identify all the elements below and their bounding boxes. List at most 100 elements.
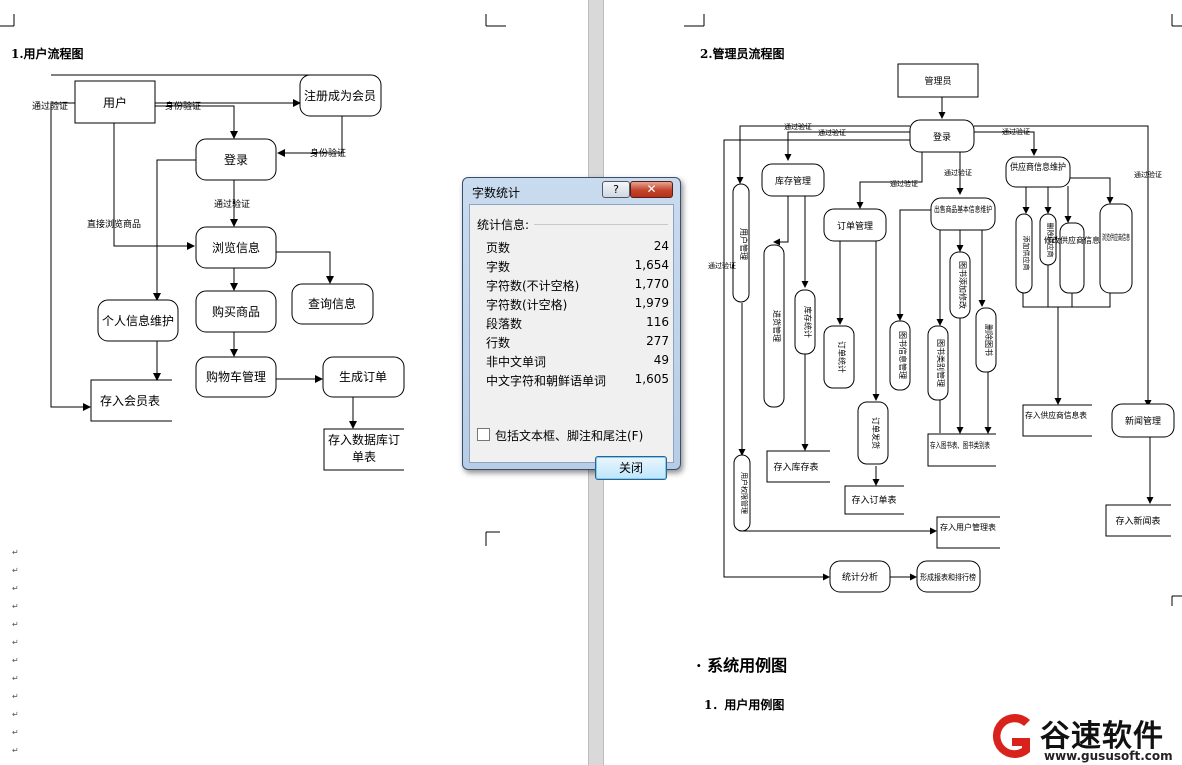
close-button[interactable]: 关闭 <box>595 456 667 480</box>
node-inv-stats-label: 库存统计 <box>803 306 813 338</box>
paragraph-mark: ↵ <box>12 710 19 719</box>
stat-label: 字符数(不计空格) <box>486 279 580 293</box>
node-personal <box>97 299 179 342</box>
node-book-table-label: 存入图书表、图书类别表 <box>930 440 990 450</box>
node-cart <box>195 356 277 398</box>
node-stock-table-label: 存入库存表 <box>773 461 818 473</box>
node-inv-stats <box>794 289 816 355</box>
node-news-mgmt-label: 新闻管理 <box>1125 415 1161 427</box>
node-sup-add-label: 添加供应商 <box>1022 236 1031 271</box>
stat-value: 49 <box>653 353 669 367</box>
dialog-title: 字数统计 <box>472 186 521 200</box>
node-supplier-label: 供应商信息维护 <box>1010 161 1066 173</box>
node-sup-edit-label: 修改供应商信息 <box>1044 235 1100 245</box>
node-browse <box>195 226 277 269</box>
node-order-stats <box>823 325 855 389</box>
node-login-label: 登录 <box>224 152 248 167</box>
edge-label: 通过验证 <box>784 122 812 131</box>
node-order-mgmt-label: 订单管理 <box>837 220 873 232</box>
node-order-stats-label: 订单统计 <box>837 341 847 373</box>
edge-label: 通过验证 <box>818 128 846 137</box>
crop-mark <box>485 531 500 546</box>
node-inventory <box>761 163 825 197</box>
node-order-table <box>844 485 904 515</box>
stat-value: 24 <box>653 239 669 253</box>
node-admin <box>897 63 979 98</box>
node-personal-label: 个人信息维护 <box>102 313 174 328</box>
node-register <box>299 74 382 117</box>
node-book-cat <box>927 325 949 401</box>
node-book-info <box>889 320 911 391</box>
divider <box>534 224 668 225</box>
node-book-del-label: 删除图书 <box>984 324 994 356</box>
right-heading: 2.管理员流程图 <box>700 47 785 61</box>
node-order-mgmt <box>823 208 887 242</box>
edge-label: 通过验证 <box>1134 170 1162 179</box>
node-login <box>195 138 277 181</box>
stat-label: 字符数(计空格) <box>486 298 568 312</box>
section-title: · 系统用例图 <box>696 656 788 675</box>
node-order-ship <box>857 401 889 465</box>
paragraph-mark: ↵ <box>12 620 19 629</box>
node-order-ship-label: 订单发货 <box>871 417 881 449</box>
node-order-table-label: 存入订单表 <box>851 494 896 506</box>
node-stock-table <box>766 450 830 483</box>
node-sup-browse-label: 浏览供应商信息 <box>1102 232 1130 242</box>
stat-value: 116 <box>646 315 669 329</box>
stat-value: 277 <box>646 334 669 348</box>
watermark-logo: 谷速软件 www.gususoft.com <box>980 708 1182 765</box>
stat-row: 非中文单词 49 <box>486 353 669 372</box>
node-user-label: 用户 <box>103 95 127 110</box>
node-register-label: 注册成为会员 <box>304 88 376 103</box>
node-sup-add <box>1015 213 1033 294</box>
stat-row: 页数 24 <box>486 239 669 258</box>
node-member-table-label: 存入会员表 <box>100 394 160 408</box>
edge-label: 直接浏览商品 <box>87 218 141 230</box>
stat-value: 1,605 <box>634 372 669 386</box>
crop-mark <box>0 14 15 27</box>
node-admin-login <box>909 119 975 153</box>
admin-flowchart: 管理员 登录 库存管理 供应商信息维护 出售商品基本信息维护 订单管理 用户管理… <box>684 14 1182 606</box>
node-book-table <box>927 433 996 467</box>
node-supplier-table <box>1022 404 1092 437</box>
node-supplier <box>1005 156 1071 188</box>
stat-label: 行数 <box>486 336 511 350</box>
help-button[interactable]: ? <box>602 181 630 198</box>
node-admin-login-label: 登录 <box>933 132 951 143</box>
edge-label: 通过验证 <box>890 179 918 188</box>
paragraph-mark: ↵ <box>12 602 19 611</box>
logo-url: www.gususoft.com <box>1044 749 1173 763</box>
include-textbox-label[interactable]: 包括文本框、脚注和尾注(F) <box>495 429 644 443</box>
document-page-right: 管理员 登录 库存管理 供应商信息维护 出售商品基本信息维护 订单管理 用户管理… <box>604 0 1182 765</box>
node-book-del <box>975 307 997 373</box>
node-order <box>322 356 405 398</box>
stat-value: 1,979 <box>634 296 669 310</box>
node-browse-label: 浏览信息 <box>212 240 260 255</box>
paragraph-mark: ↵ <box>12 674 19 683</box>
node-query-label: 查询信息 <box>308 296 356 311</box>
paragraph-mark: ↵ <box>12 566 19 575</box>
edge-label: 通过验证 <box>32 100 68 112</box>
paragraph-mark: ↵ <box>12 584 19 593</box>
node-user-mgmt <box>732 183 750 303</box>
edge-label: 身份验证 <box>310 147 346 159</box>
close-icon[interactable]: ✕ <box>630 181 673 198</box>
paragraph-mark: ↵ <box>12 728 19 737</box>
include-textbox-checkbox[interactable] <box>477 428 490 441</box>
paragraph-mark: ↵ <box>12 692 19 701</box>
node-order-table-label: 单表 <box>352 450 376 464</box>
logo-icon <box>992 714 1030 758</box>
node-user <box>74 80 156 124</box>
node-book-cat-label: 图书类别管理 <box>936 339 946 387</box>
node-report-label: 形成报表和排行榜 <box>920 572 976 582</box>
paragraph-mark: ↵ <box>12 746 19 755</box>
stat-label: 非中文单词 <box>486 355 547 369</box>
edge-label: 身份验证 <box>165 100 201 112</box>
stat-label: 页数 <box>486 241 511 255</box>
node-book-info-label: 图书信息管理 <box>898 331 908 379</box>
